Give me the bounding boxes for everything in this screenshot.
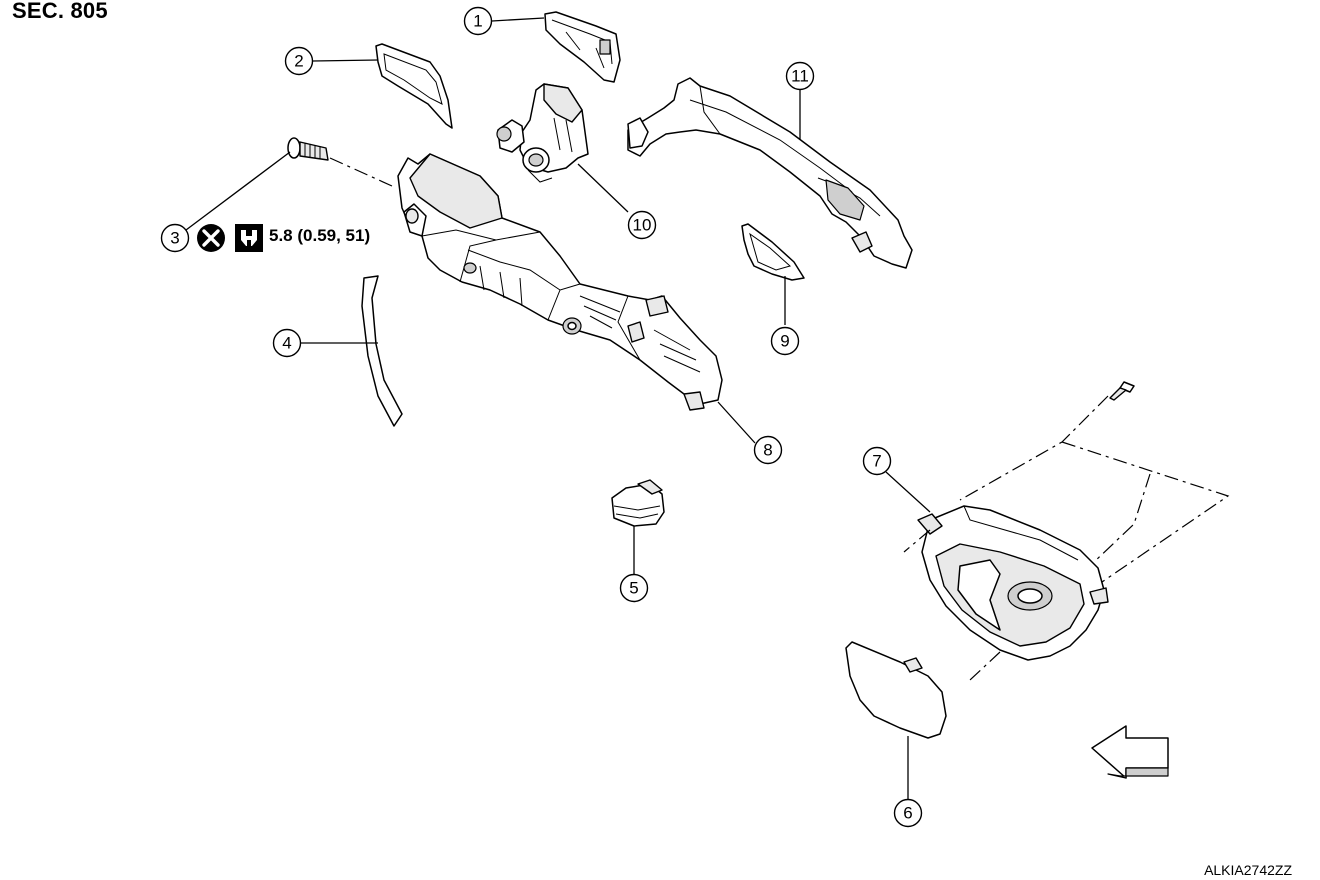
svg-text:9: 9 (780, 332, 789, 351)
callout-5: 5 (619, 573, 649, 603)
svg-text:2: 2 (294, 52, 303, 71)
part-5-clip (611, 479, 665, 527)
svg-text:4: 4 (282, 334, 291, 353)
part-3-screw (287, 137, 329, 161)
svg-text:5: 5 (629, 579, 638, 598)
callout-11: 11 (785, 61, 815, 91)
svg-text:3: 3 (170, 229, 179, 248)
part-11-outside-handle (627, 77, 913, 269)
wrench-icon (235, 224, 263, 252)
part-2-gasket (375, 43, 453, 129)
callout-6: 6 (893, 798, 923, 828)
callout-10: 10 (627, 210, 657, 240)
svg-text:7: 7 (872, 452, 881, 471)
callout-7: 7 (862, 446, 892, 476)
part-4-rod (361, 275, 403, 427)
callout-8: 8 (753, 435, 783, 465)
trim-screw (1109, 381, 1135, 401)
callout-3: 3 (160, 223, 190, 253)
svg-text:8: 8 (763, 441, 772, 460)
part-8-bracket (397, 153, 723, 411)
svg-text:1: 1 (473, 12, 482, 31)
part-6-cap (845, 641, 947, 739)
part-10-cylinder (496, 83, 589, 183)
svg-text:11: 11 (791, 67, 809, 86)
section-title: SEC. 805 (12, 0, 108, 23)
front-direction-arrow (1091, 725, 1169, 779)
part-1-cover (544, 11, 621, 83)
svg-text:6: 6 (903, 804, 912, 823)
part-7-inside-handle (917, 505, 1109, 661)
callout-4: 4 (272, 328, 302, 358)
part-9-gasket (741, 223, 805, 281)
callout-1: 1 (463, 6, 493, 36)
callout-9: 9 (770, 326, 800, 356)
figure-code: ALKIA2742ZZ (1204, 862, 1292, 878)
torque-value: 5.8 (0.59, 51) (269, 226, 371, 245)
svg-text:10: 10 (633, 216, 652, 235)
callout-2: 2 (284, 46, 314, 76)
cross-circle-icon (197, 224, 225, 252)
